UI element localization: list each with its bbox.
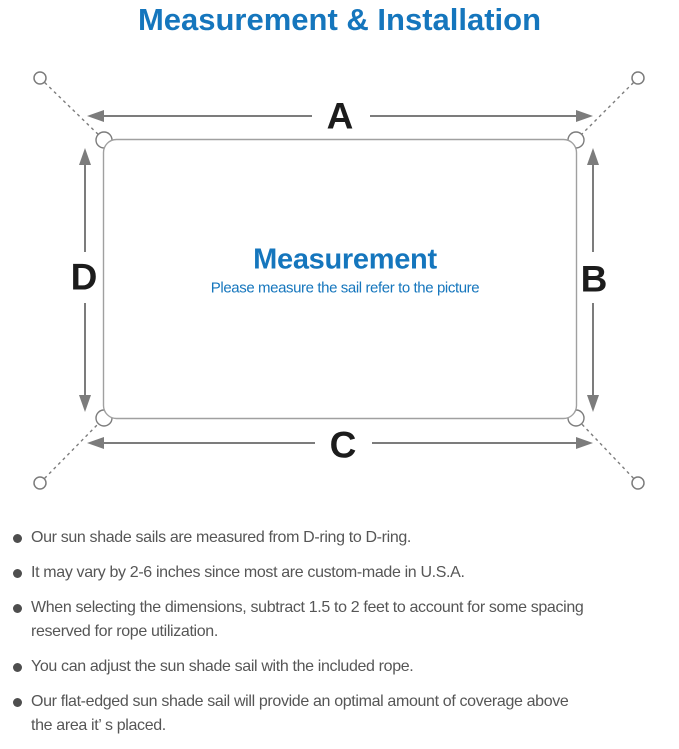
mount-ring-icons [33,71,645,490]
bullet-dot-icon [13,663,22,672]
arrow-c [87,437,593,449]
note-text: When selecting the dimensions, subtract … [31,599,584,640]
note-item: You can adjust the sun shade sail with t… [13,655,673,679]
bullet-dot-icon [13,569,22,578]
rope-bottom-left [39,417,105,484]
bullet-dot-icon [13,698,22,707]
dimension-label-b: B [580,258,608,300]
dimension-label-d: D [70,256,98,298]
bullet-dot-icon [13,604,22,613]
note-item: Our sun shade sails are measured from D-… [13,526,673,550]
rope-top-right [575,77,639,141]
note-item: Our flat-edged sun shade sail will provi… [13,690,673,738]
notes-list: Our sun shade sails are measured from D-… [13,526,673,749]
note-text: Our flat-edged sun shade sail will provi… [31,693,569,734]
sail-diagram-graphic [33,71,645,490]
measurement-subheading: Please measure the sail refer to the pic… [210,279,480,297]
note-text: It may vary by 2-6 inches since most are… [31,564,465,581]
mount-ring-top-right-icon [631,71,645,85]
sail-rectangle [102,138,578,420]
dimension-label-c: C [329,424,357,466]
mount-ring-top-left-icon [33,71,47,85]
dimension-label-a: A [326,95,354,137]
arrow-b [587,148,599,412]
arrow-d [79,148,91,412]
dimension-arrows [79,110,599,449]
measurement-heading: Measurement [253,243,437,276]
bullet-dot-icon [13,534,22,543]
note-item: When selecting the dimensions, subtract … [13,596,673,644]
note-text: You can adjust the sun shade sail with t… [31,658,414,675]
note-text: Our sun shade sails are measured from D-… [31,529,412,546]
arrow-a [87,110,593,122]
rope-bottom-right [575,417,639,484]
mount-ring-bottom-right-icon [631,476,645,490]
measurement-diagram: A B C D Measurement Please measure the s… [33,71,645,490]
corner-rope-lines [39,77,639,484]
page-title: Measurement & Installation [137,2,542,37]
note-item: It may vary by 2-6 inches since most are… [13,561,673,585]
mount-ring-bottom-left-icon [33,476,47,490]
rope-top-left [39,77,105,141]
